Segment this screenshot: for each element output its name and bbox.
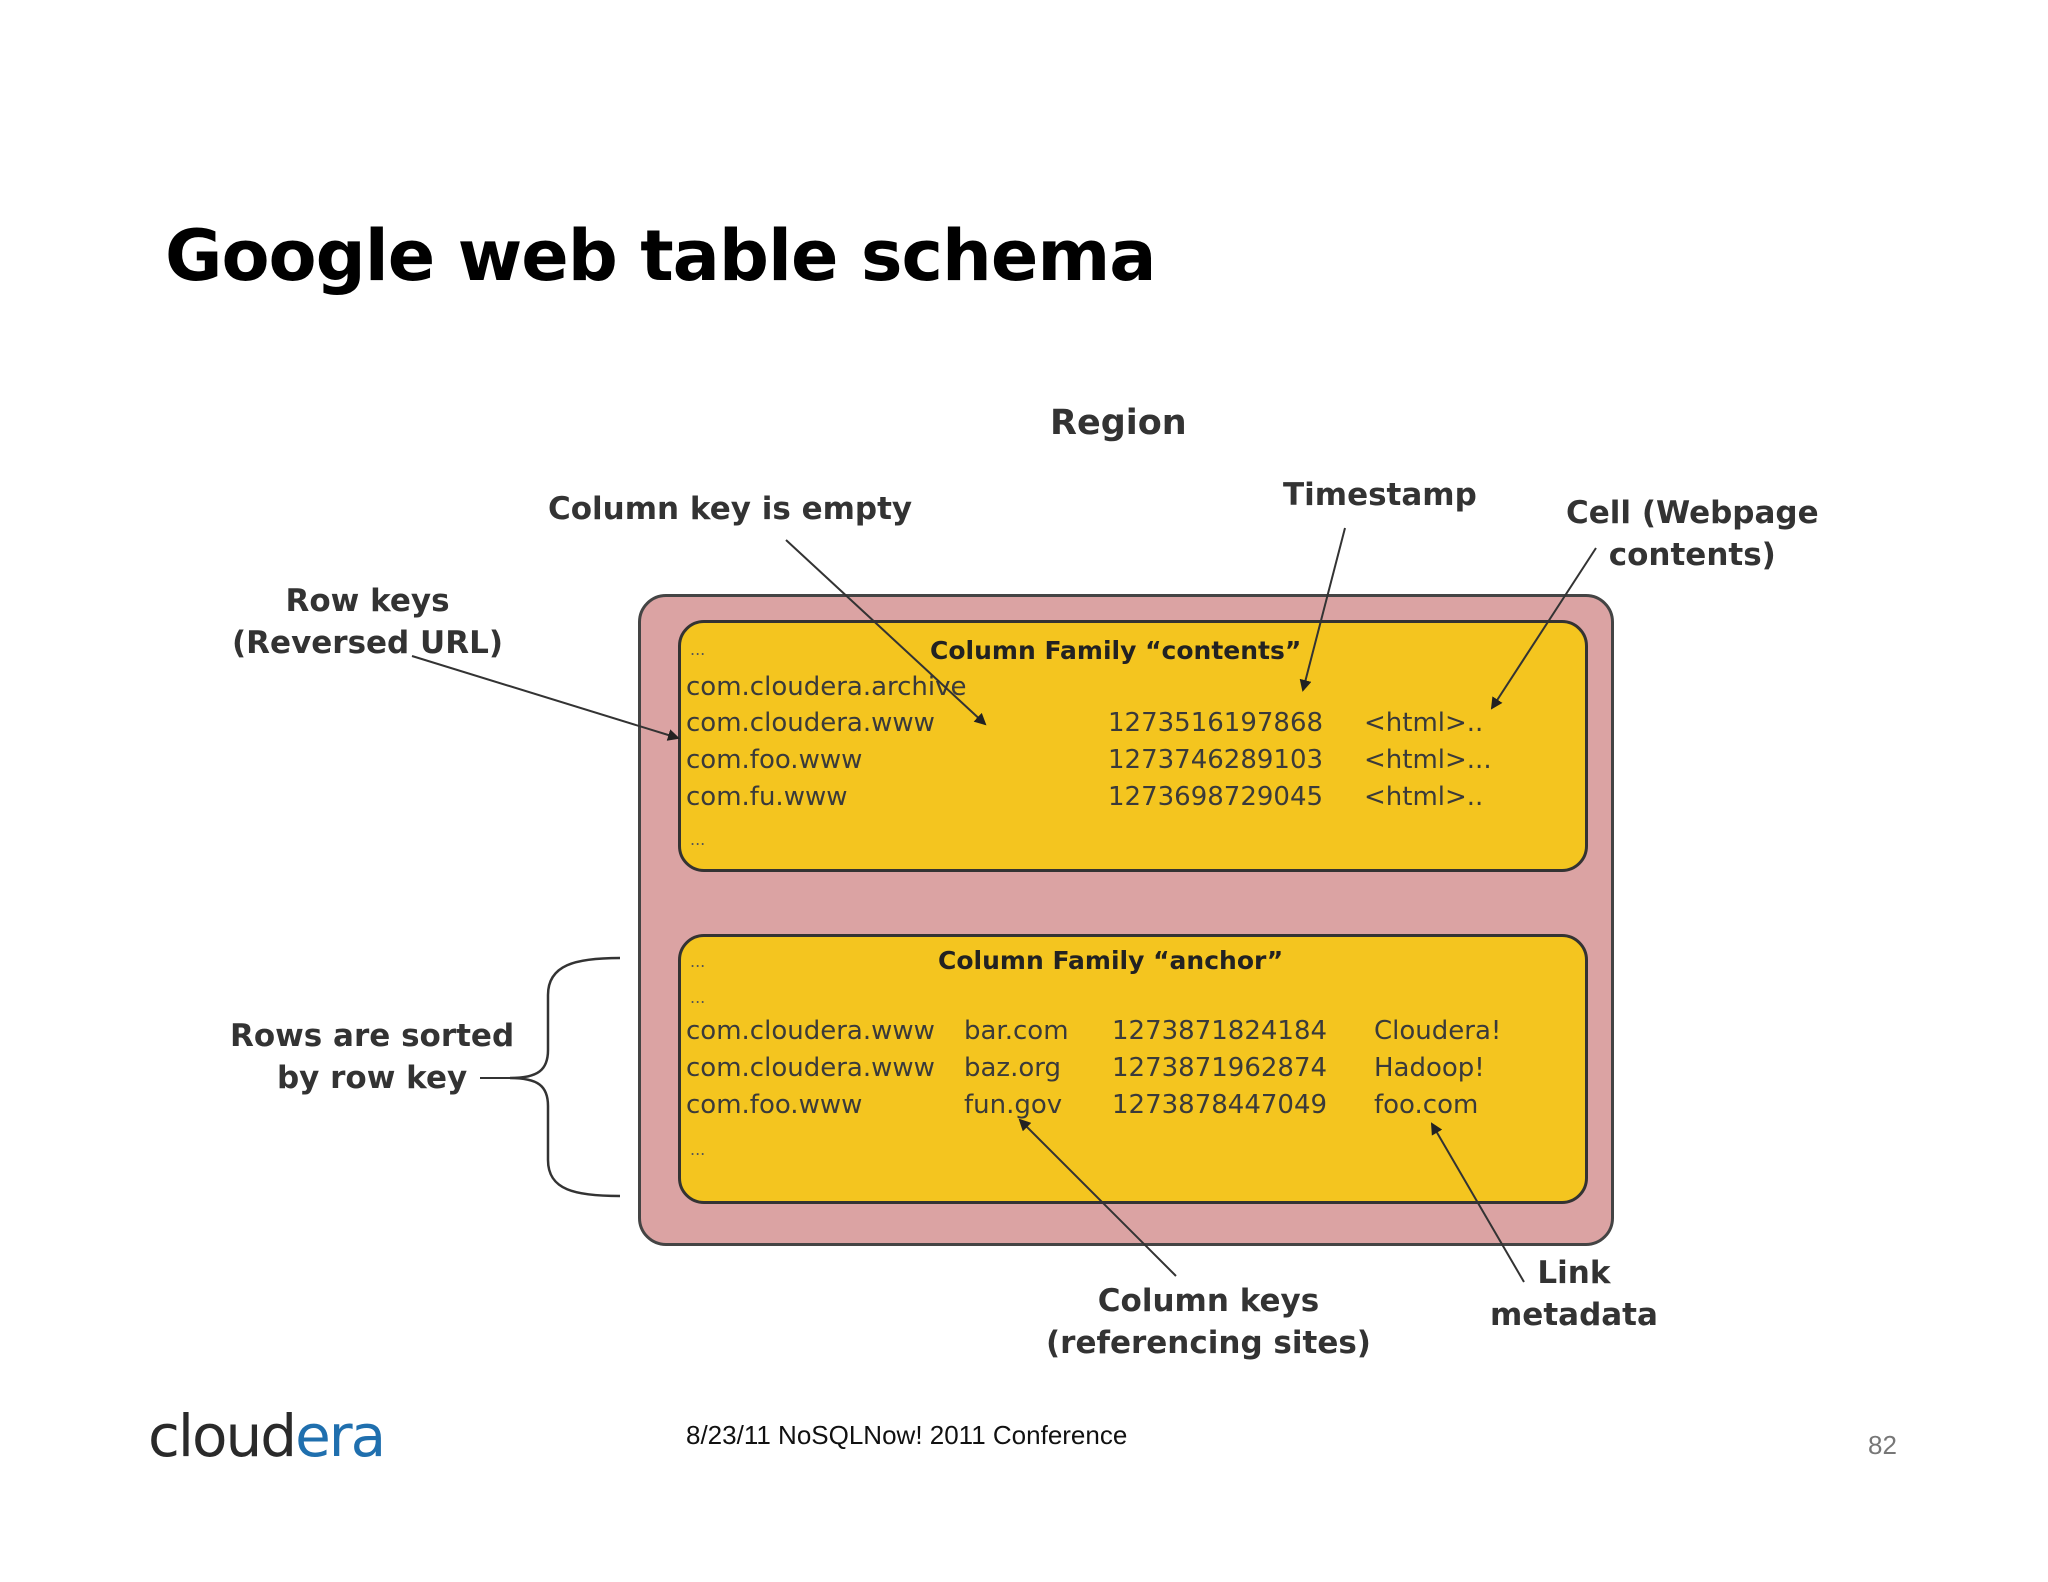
column-keys-label-line2: (referencing sites) — [1046, 1325, 1371, 1361]
contents-row-value: <html>... — [1364, 745, 1492, 775]
slide-title: Google web table schema — [165, 215, 1156, 297]
rows-sorted-label-line1: Rows are sorted — [230, 1018, 515, 1054]
cell-label-line2: contents) — [1608, 537, 1776, 573]
link-metadata-label-line2: metadata — [1490, 1297, 1658, 1333]
anchor-row-column: baz.org — [964, 1053, 1061, 1083]
link-metadata-label-line1: Link — [1537, 1255, 1611, 1291]
arrow-column-key-empty — [785, 539, 987, 726]
contents-row-timestamp: 1273698729045 — [1108, 782, 1324, 812]
anchor-ellipsis-top: ... — [690, 952, 706, 971]
column-family-anchor — [678, 934, 1588, 1204]
timestamp-label: Timestamp — [1283, 477, 1477, 513]
sorted-rows-brace — [509, 956, 621, 1198]
row-keys-label: Row keys (Reversed URL) — [232, 580, 503, 664]
anchor-row-timestamp: 1273871824184 — [1112, 1016, 1328, 1046]
column-keys-label-line1: Column keys — [1097, 1283, 1320, 1319]
anchor-row-value: Hadoop! — [1374, 1053, 1485, 1083]
anchor-row-timestamp: 1273871962874 — [1112, 1053, 1328, 1083]
row-keys-label-line2: (Reversed URL) — [232, 625, 504, 661]
rows-sorted-label: Rows are sorted by row key — [230, 1015, 514, 1099]
column-keys-label: Column keys (referencing sites) — [1046, 1280, 1371, 1364]
anchor-row-column: bar.com — [964, 1016, 1069, 1046]
page-number: 82 — [1868, 1430, 1897, 1460]
anchor-row-key: com.cloudera.www — [686, 1053, 935, 1083]
column-key-empty-label: Column key is empty — [548, 491, 913, 527]
anchor-row-column: fun.gov — [964, 1090, 1063, 1120]
anchor-row-value: foo.com — [1374, 1090, 1479, 1120]
cloudera-logo: cloudera — [148, 1402, 386, 1470]
arrow-timestamp — [1299, 527, 1346, 692]
contents-row-value: <html>.. — [1364, 782, 1484, 812]
arrow-cell — [1490, 547, 1597, 710]
logo-accent-text: era — [295, 1402, 386, 1470]
contents-row-key: com.cloudera.archive — [686, 672, 967, 702]
anchor-row-timestamp: 1273878447049 — [1112, 1090, 1328, 1120]
arrow-column-keys — [1018, 1118, 1177, 1277]
row-keys-label-line1: Row keys — [285, 583, 450, 619]
anchor-row-key: com.cloudera.www — [686, 1016, 935, 1046]
link-metadata-label: Link metadata — [1490, 1252, 1658, 1336]
arrow-link-metadata — [1430, 1122, 1525, 1283]
cell-label-line1: Cell (Webpage — [1566, 495, 1819, 531]
contents-row-value: <html>.. — [1364, 708, 1484, 738]
anchor-ellipsis-bottom: ... — [690, 1140, 706, 1159]
anchor-row-key: com.foo.www — [686, 1090, 863, 1120]
anchor-row-value: Cloudera! — [1374, 1016, 1502, 1046]
contents-row-timestamp: 1273746289103 — [1108, 745, 1324, 775]
column-family-anchor-header: Column Family “anchor” — [938, 946, 1284, 975]
contents-row-key: com.cloudera.www — [686, 708, 935, 738]
column-family-contents-header: Column Family “contents” — [930, 636, 1302, 665]
contents-row-key: com.foo.www — [686, 745, 863, 775]
contents-row-key: com.fu.www — [686, 782, 848, 812]
footer-date-conference: 8/23/11 NoSQLNow! 2011 Conference — [686, 1420, 1128, 1450]
cell-label: Cell (Webpage contents) — [1566, 492, 1819, 576]
anchor-ellipsis-top2: ... — [690, 988, 706, 1007]
rows-sorted-label-line2: by row key — [276, 1060, 468, 1096]
contents-row-timestamp: 1273516197868 — [1108, 708, 1324, 738]
contents-ellipsis-bottom: ... — [690, 830, 706, 849]
column-family-contents — [678, 620, 1588, 872]
arrow-row-keys — [411, 655, 680, 741]
contents-ellipsis-top: ... — [690, 640, 706, 659]
logo-main-text: cloud — [148, 1402, 297, 1470]
region-label: Region — [1050, 403, 1187, 443]
